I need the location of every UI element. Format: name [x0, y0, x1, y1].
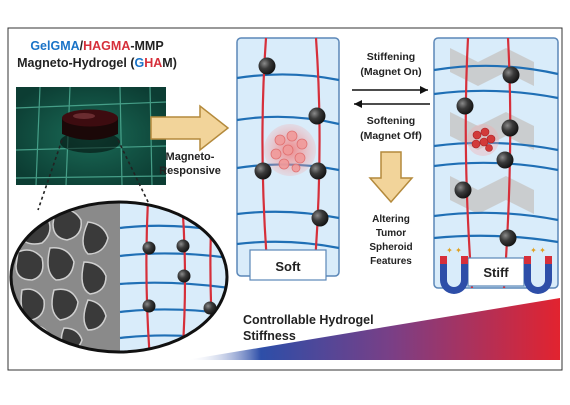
softening-line2: (Magnet Off)	[360, 130, 422, 142]
magnetic-particle	[142, 299, 156, 313]
magnetic-particle	[311, 209, 329, 227]
title-line-2: Magneto-Hydrogel (GHAM)	[17, 56, 177, 70]
altering-line2: Tumor	[376, 228, 406, 239]
svg-text:✦ ✦: ✦ ✦	[446, 246, 462, 255]
magnetic-particle	[454, 181, 472, 199]
magnetic-particle	[501, 119, 519, 137]
stiff-blue-chains	[433, 64, 559, 244]
stiff-label: Stiff	[483, 265, 509, 280]
hydrogel-photo	[16, 87, 166, 185]
stiffness-gradient-wedge	[186, 298, 560, 360]
magnetic-particle	[203, 301, 217, 315]
magnetic-particle	[502, 66, 520, 84]
magnetic-particle	[456, 97, 474, 115]
magnetic-particle	[308, 107, 326, 125]
horseshoe-magnet-icon: ✦ ✦	[440, 246, 468, 294]
magnetic-particle	[254, 162, 272, 180]
zoom-ellipse-border	[9, 200, 229, 354]
altering-line1: Altering	[372, 214, 410, 225]
magneto-label-line2: Responsive	[159, 165, 221, 177]
horseshoe-magnet-icon: ✦ ✦	[524, 246, 552, 294]
altering-line3: Spheroid	[369, 242, 412, 253]
altering-line4: Features	[370, 256, 412, 267]
magnetic-particle	[177, 269, 191, 283]
magnetic-particle	[142, 241, 156, 255]
soft-label-box	[249, 249, 327, 281]
svg-text:✦ ✦: ✦ ✦	[530, 246, 546, 255]
zoom-leader-left	[37, 139, 63, 211]
softening-line1: Softening	[367, 115, 415, 127]
magnetic-particle	[496, 151, 514, 169]
magnetic-particle	[499, 229, 517, 247]
stiffening-line1: Stiffening	[367, 51, 415, 63]
gradient-label-line1: Controllable Hydrogel	[243, 313, 374, 327]
magneto-label-line1: Magneto-	[166, 151, 215, 163]
magnetic-particle	[309, 162, 327, 180]
stiffening-line2: (Magnet On)	[360, 66, 421, 78]
zoom-particles	[142, 239, 217, 315]
magnetic-particle	[176, 239, 190, 253]
gradient-label-line2: Stiffness	[243, 329, 296, 343]
soft-label: Soft	[275, 259, 301, 274]
altering-arrow	[368, 151, 414, 204]
softening-arrowhead	[354, 100, 362, 108]
magneto-responsive-arrow	[150, 104, 230, 152]
soft-panel: Soft	[236, 37, 340, 281]
title-line-1: GelGMA/HAGMA-MMP	[30, 39, 163, 53]
zoom-leader-right	[117, 139, 151, 207]
magnetic-particle	[258, 57, 276, 75]
stiff-panel: Stiff ✦ ✦ ✦ ✦	[433, 37, 559, 294]
stiffening-arrowhead	[420, 86, 428, 94]
